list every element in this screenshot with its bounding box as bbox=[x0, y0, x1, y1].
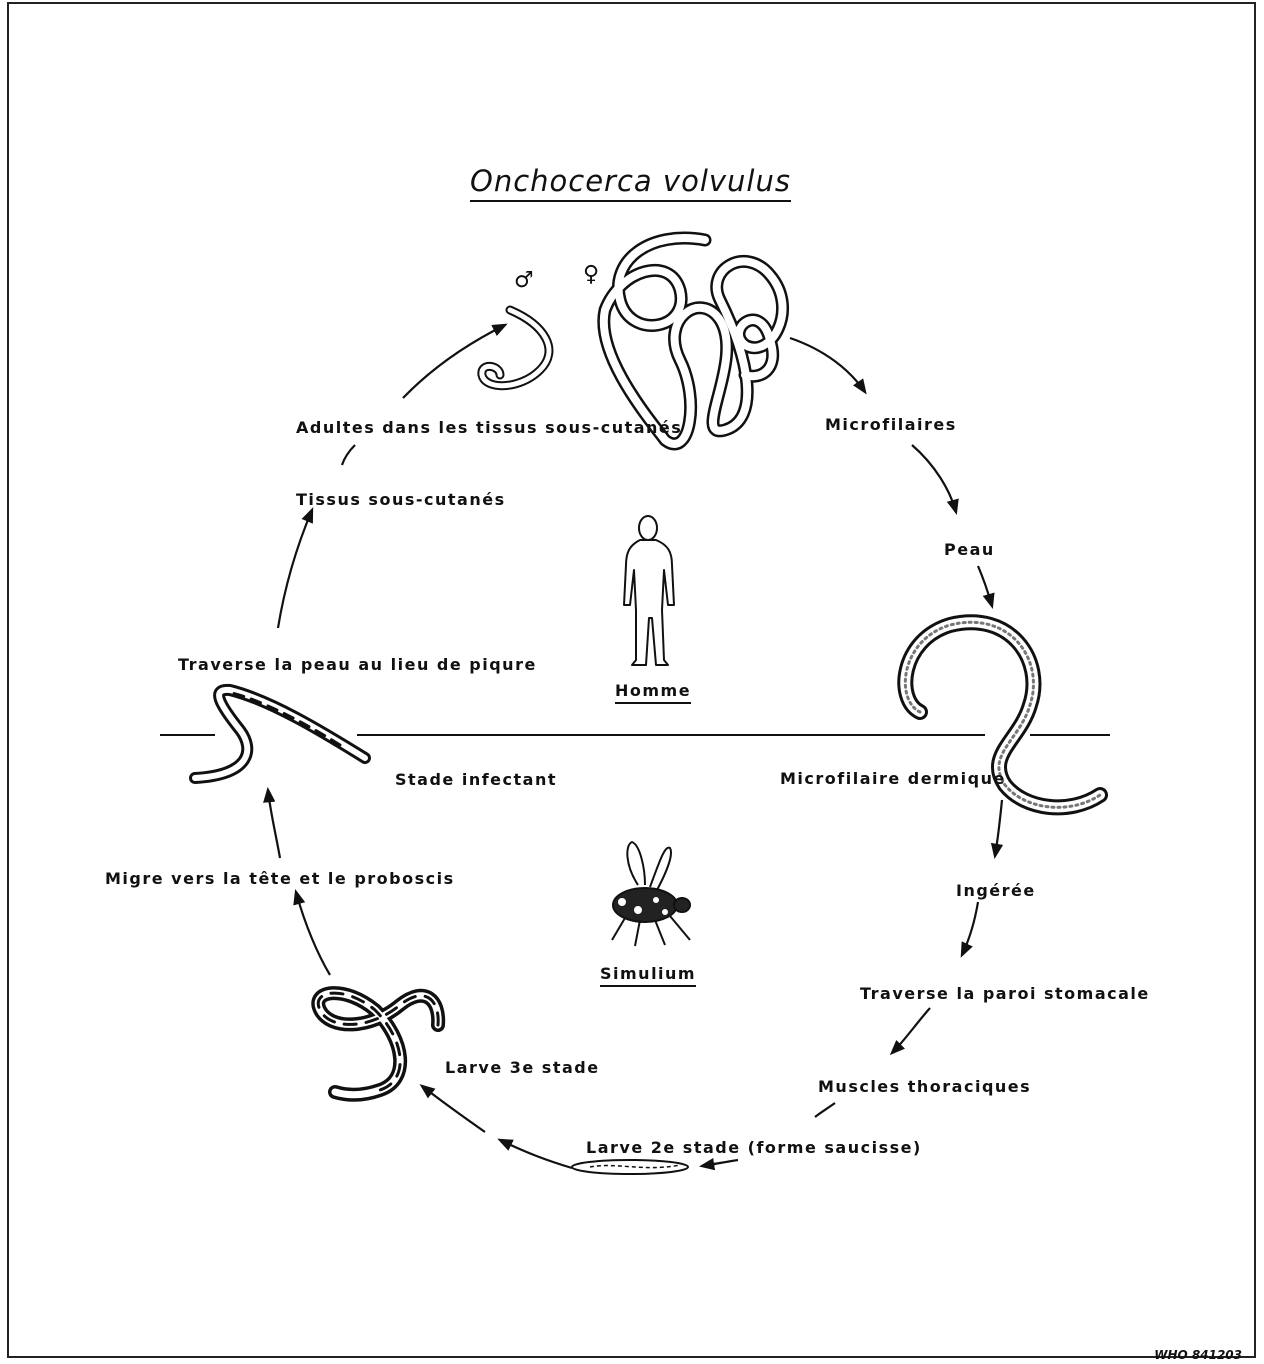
arrow-stomach-to-muscles bbox=[889, 1007, 931, 1056]
arrow-adults-to-male bbox=[402, 323, 508, 399]
arrow-muscles-to-larva2 bbox=[814, 1102, 836, 1118]
label-ingested: Ingérée bbox=[956, 881, 1036, 900]
label-larva3: Larve 3e stade bbox=[445, 1058, 600, 1077]
label-simulium: Simulium bbox=[600, 964, 697, 987]
diagram-title: Onchocerca volvulus bbox=[470, 164, 791, 202]
female-symbol: ♀ bbox=[583, 262, 600, 287]
label-skin: Peau bbox=[944, 540, 995, 559]
arrow-skin-to-dermal bbox=[976, 565, 995, 609]
arrow-subcutaneous-to-adults bbox=[340, 444, 356, 466]
label-stomach-wall: Traverse la paroi stomacale bbox=[860, 984, 1150, 1003]
label-larva2: Larve 2e stade (forme saucisse) bbox=[586, 1138, 922, 1157]
male-symbol: ♂ bbox=[514, 268, 534, 293]
label-infective: Stade infectant bbox=[395, 770, 557, 789]
arrow-larva2-to-larva3 bbox=[497, 1138, 573, 1170]
simulium-fly-icon bbox=[611, 840, 691, 947]
human-icon bbox=[623, 515, 675, 666]
dermal-microfilaria bbox=[897, 614, 1108, 816]
arrow-dermal-to-ingested bbox=[990, 799, 1004, 860]
figure-reference: WHO 841203 bbox=[1154, 1348, 1242, 1362]
arrow-microfilariae-to-skin bbox=[911, 444, 959, 515]
infective-larva bbox=[189, 683, 371, 784]
label-microfilariae: Microfilaires bbox=[825, 415, 957, 434]
female-worm bbox=[597, 231, 789, 451]
male-worm bbox=[477, 305, 554, 391]
cycle-arrows bbox=[263, 323, 1004, 1171]
label-migrates: Migre vers la tête et le proboscis bbox=[105, 869, 455, 888]
arrow-migrates-to-infective bbox=[263, 786, 282, 859]
arrow-ingested-to-stomach bbox=[960, 901, 980, 958]
label-human: Homme bbox=[615, 681, 692, 704]
arrow-larva3-onward bbox=[419, 1084, 486, 1133]
arrow-into-larva2 bbox=[698, 1158, 739, 1171]
label-penetrates: Traverse la peau au lieu de piqure bbox=[178, 655, 537, 674]
label-adults: Adultes dans les tissus sous-cutanés bbox=[296, 418, 683, 437]
label-dermal-microfilaria: Microfilaire dermique bbox=[780, 769, 1006, 788]
label-subcutaneous: Tissus sous-cutanés bbox=[296, 490, 506, 509]
second-stage-larva bbox=[571, 1159, 689, 1175]
label-thoracic-muscles: Muscles thoraciques bbox=[818, 1077, 1032, 1096]
arrow-female-to-microfilariae bbox=[789, 336, 867, 395]
arrow-penetrates-to-subcutaneous bbox=[276, 507, 314, 629]
figure-frame bbox=[7, 2, 1256, 1358]
third-stage-larva bbox=[311, 986, 446, 1102]
arrow-larva3-to-migrates bbox=[293, 889, 331, 976]
